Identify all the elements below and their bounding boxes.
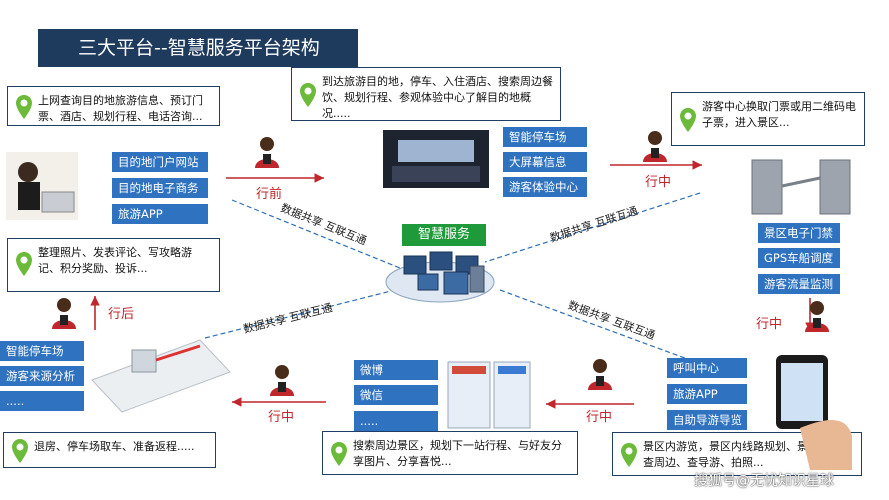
exhibition-hall-image	[383, 130, 489, 188]
location-pin-icon	[16, 252, 32, 276]
person-icon	[588, 359, 612, 390]
location-pin-icon	[621, 443, 637, 467]
callout-online-search: 上网查询目的地旅游信息、预订门票、酒店、规划行程、电话咨询...	[7, 86, 220, 126]
btn-big-screen[interactable]: 大屏幕信息	[503, 152, 587, 172]
btn-tour-app[interactable]: 旅游APP	[667, 384, 747, 404]
btn-weibo[interactable]: 微博	[354, 360, 438, 380]
btn-ecommerce[interactable]: 目的地电子商务	[112, 178, 208, 198]
stage-label-during-top: 行中	[645, 175, 672, 190]
btn-source-analysis[interactable]: 游客来源分析	[0, 366, 84, 386]
user-laptop-image	[6, 152, 78, 220]
stage-label-during-right: 行中	[756, 317, 783, 332]
person-icon	[643, 131, 667, 162]
callout-visitor-center: 游客中心换取门票或用二维码电子票，进入景区...	[671, 92, 865, 146]
hub-label: 智慧服务	[402, 224, 486, 246]
page-title: 三大平台--智慧服务平台架构	[38, 29, 358, 67]
turnstile-image	[751, 159, 851, 215]
mobile-app-screens-image	[447, 361, 531, 429]
watermark: 搜狐号@无忧知识星球	[694, 473, 834, 489]
location-pin-icon	[300, 83, 316, 107]
callout-text: 上网查询目的地旅游信息、预订门票、酒店、规划行程、电话咨询...	[38, 94, 203, 123]
location-pin-icon	[12, 439, 28, 463]
person-icon	[270, 365, 294, 396]
stage-label-during-bottom-left: 行中	[268, 410, 295, 425]
callout-checkout: 退房、停车场取车、准备返程.....	[3, 432, 216, 468]
callout-text: 退房、停车场取车、准备返程.....	[34, 440, 195, 453]
btn-more-social[interactable]: .....	[354, 411, 438, 431]
stage-label-during-bottom-right: 行中	[586, 410, 613, 425]
location-pin-icon	[16, 95, 32, 119]
location-pin-icon	[331, 442, 347, 466]
person-icon	[805, 301, 829, 332]
stage-label-after: 行后	[108, 307, 135, 322]
callout-text: 游客中心换取门票或用二维码电子票，进入景区...	[702, 100, 856, 129]
callout-nearby: 搜索周边景区，规划下一站行程、与好友分享图片、分享喜悦...	[322, 431, 578, 475]
btn-smart-parking[interactable]: 智能停车场	[503, 127, 587, 147]
parking-gate-image	[91, 339, 231, 413]
btn-parking-post[interactable]: 智能停车场	[0, 341, 84, 361]
btn-e-gate[interactable]: 景区电子门禁	[758, 223, 840, 243]
btn-travel-app[interactable]: 旅游APP	[112, 204, 208, 224]
location-pin-icon	[680, 108, 696, 132]
btn-call-center[interactable]: 呼叫中心	[667, 358, 747, 378]
btn-self-guide[interactable]: 自助导游导览	[667, 410, 747, 430]
callout-organize: 整理照片、发表评论、写攻略游记、积分奖励、投诉...	[7, 238, 220, 292]
person-icon	[255, 137, 279, 168]
callout-text: 到达旅游目的地，停车、入住酒店、搜索周边餐饮、规划行程、参观体验中心了解目的地概…	[322, 75, 553, 120]
btn-gps-dispatch[interactable]: GPS车船调度	[758, 248, 840, 268]
callout-text: 景区内游览，景区内线路规划、景点解说、查周边、查导游、拍照...	[643, 440, 852, 469]
btn-more-post[interactable]: .....	[0, 391, 84, 411]
smartphone-hand-image	[776, 355, 852, 470]
callout-text: 搜索周边景区，规划下一站行程、与好友分享图片、分享喜悦...	[353, 439, 562, 468]
callout-arrive: 到达旅游目的地，停车、入住酒店、搜索周边餐饮、规划行程、参观体验中心了解目的地概…	[291, 67, 561, 121]
stage-label-before: 行前	[256, 187, 283, 202]
person-icon	[52, 298, 76, 329]
btn-flow-monitor[interactable]: 游客流量监测	[758, 274, 840, 294]
btn-portal-website[interactable]: 目的地门户网站	[112, 152, 208, 172]
btn-experience-center[interactable]: 游客体验中心	[503, 177, 587, 197]
btn-wechat[interactable]: 微信	[354, 385, 438, 405]
callout-text: 整理照片、发表评论、写攻略游记、积分奖励、投诉...	[38, 246, 192, 275]
